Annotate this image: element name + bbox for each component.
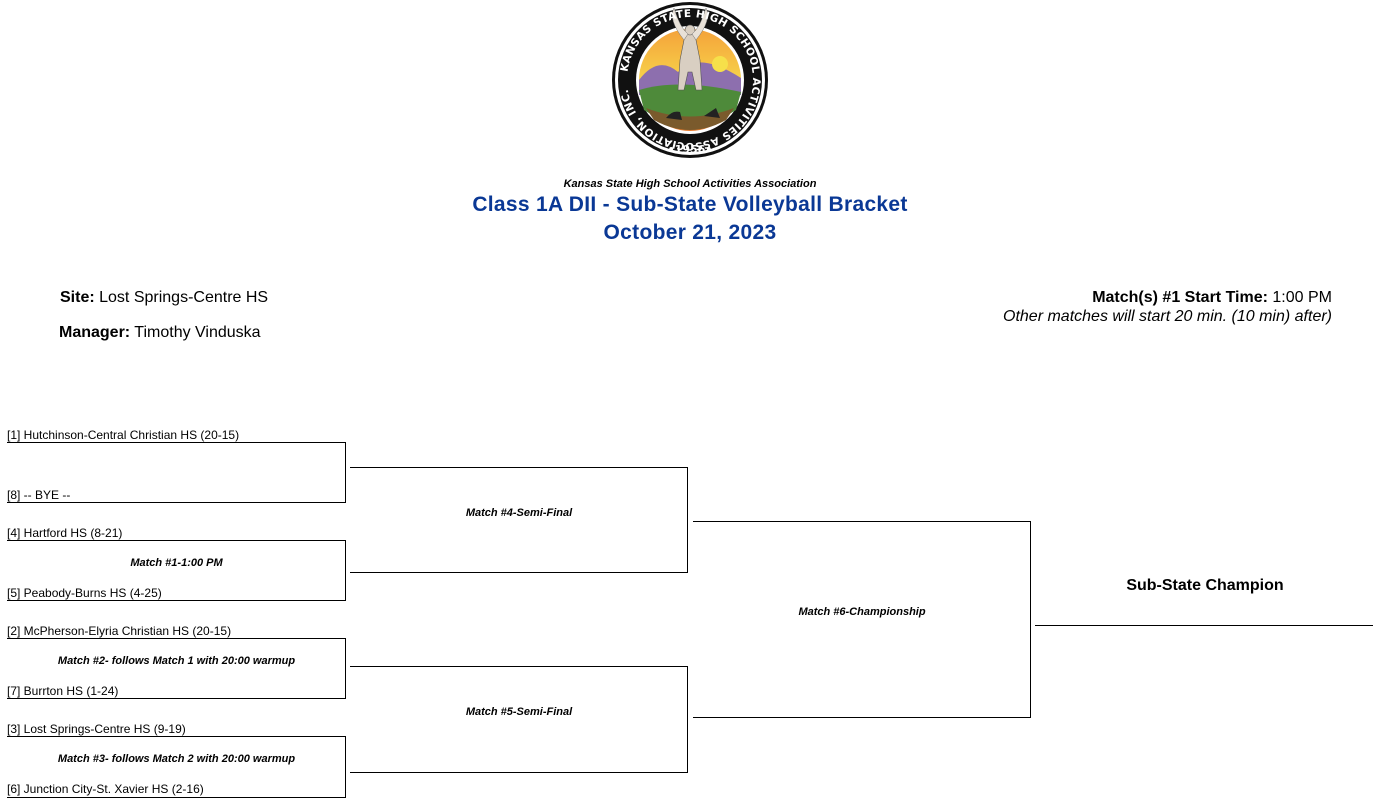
- match-box-r1-c: [7, 638, 346, 699]
- champion-line: [1035, 625, 1373, 626]
- match-6-label: Match #6-Championship: [798, 606, 926, 618]
- site-info: Site: Lost Springs-Centre HS: [60, 289, 269, 306]
- team-seed-4: [4] Hartford HS (8-21): [7, 526, 123, 540]
- semi-final-box-bottom: [350, 666, 688, 773]
- match-3-label: Match #3- follows Match 2 with 20:00 war…: [57, 753, 296, 765]
- match-box-r1-b: [7, 540, 346, 601]
- start-time-info: Match(s) #1 Start Time: 1:00 PM: [1092, 289, 1332, 306]
- team-seed-5: [5] Peabody-Burns HS (4-25): [7, 586, 162, 600]
- champion-label: Sub-State Champion: [1126, 577, 1284, 594]
- team-seed-1: [1] Hutchinson-Central Christian HS (20-…: [7, 428, 240, 442]
- team-seed-8: [8] -- BYE --: [7, 488, 71, 502]
- match-box-r1-a: [7, 442, 346, 503]
- team-seed-7: [7] Burrton HS (1-24): [7, 684, 119, 698]
- page-title: Class 1A DII - Sub-State Volleyball Brac…: [472, 193, 908, 216]
- semi-final-box-top: [350, 467, 688, 573]
- khsaa-seal-icon: KANSAS STATE HIGH SCHOOL ACTIVITIES ASSO…: [612, 2, 768, 158]
- event-date: October 21, 2023: [603, 221, 777, 244]
- team-seed-3: [3] Lost Springs-Centre HS (9-19): [7, 722, 186, 736]
- manager-info: Manager: Timothy Vinduska: [59, 324, 261, 341]
- svg-text:•1956•: •1956•: [668, 143, 713, 156]
- timing-note: Other matches will start 20 min. (10 min…: [1003, 308, 1332, 325]
- match-2-label: Match #2- follows Match 1 with 20:00 war…: [57, 655, 296, 667]
- championship-box: [693, 521, 1031, 718]
- match-box-r1-d: [7, 736, 346, 798]
- match-1-label: Match #1-1:00 PM: [130, 557, 223, 569]
- match-5-label: Match #5-Semi-Final: [465, 706, 573, 718]
- team-seed-6: [6] Junction City-St. Xavier HS (2-16): [7, 782, 204, 796]
- team-seed-2: [2] McPherson-Elyria Christian HS (20-15…: [7, 624, 232, 638]
- org-name: Kansas State High School Activities Asso…: [563, 178, 817, 190]
- match-4-label: Match #4-Semi-Final: [465, 507, 573, 519]
